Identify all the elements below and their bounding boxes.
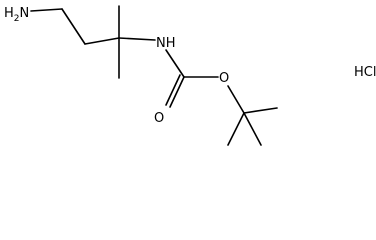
bond-ch2-ch2: [61, 8, 86, 45]
bond-ester-o-tbutyl: [227, 85, 245, 114]
bond-tbutyl-methyl-right: [243, 107, 278, 114]
bond-carbonyl-o-double-2: [165, 74, 181, 106]
bond-carbonyl-o-double-1: [169, 76, 185, 108]
carbamate-nh-label: NH: [156, 36, 176, 51]
carbonyl-o-label: O: [154, 111, 164, 126]
amine-h: H: [4, 6, 14, 21]
bond-tbutyl-methyl-down: [243, 112, 262, 146]
salt-label: HCl: [354, 65, 376, 80]
bond-ch2-quaternary: [84, 37, 120, 45]
bond-nh-carbonyl: [165, 49, 185, 78]
chemical-structure: H2N NH O O HCl: [4, 5, 376, 146]
amine-n: N: [20, 6, 30, 21]
bond-n-ch2: [30, 8, 63, 12]
bond-quaternary-nh: [118, 37, 156, 41]
bond-tbutyl-methyl-left: [227, 112, 245, 146]
ester-o-label: O: [219, 71, 229, 86]
amine-label: H2N: [4, 6, 29, 24]
amine-subscript: 2: [14, 14, 20, 24]
